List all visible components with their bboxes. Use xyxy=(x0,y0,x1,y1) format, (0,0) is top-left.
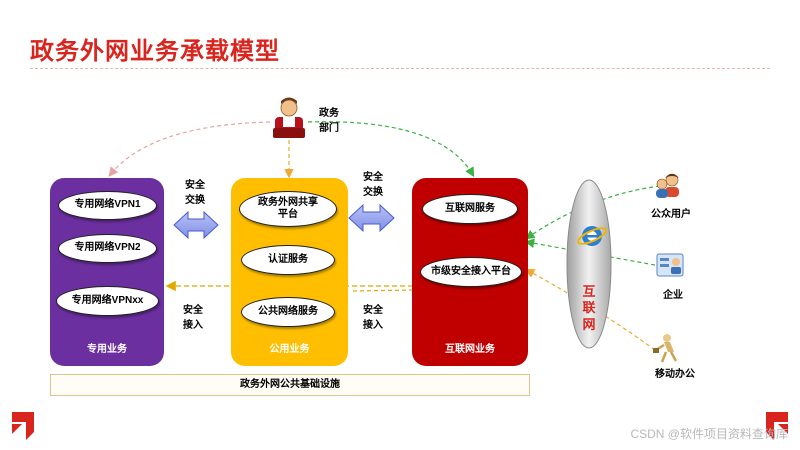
internet-service[interactable]: 互联网服务 xyxy=(422,194,518,224)
private-vpn1-label: 专用网络VPN1 xyxy=(74,199,141,211)
internet-cloud xyxy=(566,179,612,349)
enterprise-label: 企业 xyxy=(663,290,683,301)
gov-dept-label-line1: 政务 xyxy=(319,108,339,119)
users-icon xyxy=(656,173,679,198)
person-icon xyxy=(273,97,305,138)
secure-access-left-line1: 安全 xyxy=(183,305,203,316)
secure-access-left: 安全 接入 xyxy=(183,303,203,333)
private-business-label: 专用业务 xyxy=(87,344,127,355)
exchange-arrow-right xyxy=(348,203,395,233)
mobile-worker-icon xyxy=(653,334,678,363)
private-vpn1[interactable]: 专用网络VPN1 xyxy=(58,191,157,220)
internet-cloud-char-1: 互 xyxy=(582,284,596,299)
public-user-label: 公众用户 xyxy=(651,209,691,220)
public-network-service[interactable]: 公共网络服务 xyxy=(241,297,335,327)
corner-logo-icon xyxy=(12,412,34,440)
secure-exchange-right-line2: 交换 xyxy=(363,187,383,198)
corner-logo-icon xyxy=(766,412,788,440)
arrow-gov-to-internet xyxy=(307,121,475,178)
secure-exchange-left-line2: 交换 xyxy=(185,195,205,206)
secure-access-right-line2: 接入 xyxy=(363,320,383,331)
private-vpnxx[interactable]: 专用网络VPNxx xyxy=(56,286,159,316)
enterprise-icon xyxy=(656,253,684,277)
shared-platform-line2: 平台 xyxy=(278,209,298,220)
internet-service-label: 互联网服务 xyxy=(445,202,495,214)
page-title: 政务外网业务承载模型 xyxy=(30,38,280,65)
public-business-label: 公用业务 xyxy=(269,344,310,355)
shared-platform[interactable]: 政务外网共享 平台 xyxy=(239,191,337,227)
internet-business-panel: 互联网服务 市级安全接入平台 互联网业务 xyxy=(412,178,528,366)
internet-cloud-char-2: 联 xyxy=(582,300,596,316)
public-business-panel: 政务外网共享 平台 认证服务 公共网络服务 公用业务 xyxy=(231,178,348,366)
city-secure-access-platform-label: 市级安全接入平台 xyxy=(431,265,511,277)
secure-exchange-right: 安全 交换 xyxy=(363,170,383,200)
city-secure-access-platform[interactable]: 市级安全接入平台 xyxy=(420,257,522,287)
arrow-gov-to-private xyxy=(108,121,271,177)
secure-access-right: 安全 接入 xyxy=(363,303,383,333)
private-vpn2[interactable]: 专用网络VPN2 xyxy=(58,234,157,263)
auth-service-label: 认证服务 xyxy=(268,253,308,265)
arrow-access-platform-to-public xyxy=(351,289,414,292)
internet-business-label: 互联网业务 xyxy=(445,344,495,355)
internet-cloud-char-3: 网 xyxy=(582,316,596,332)
public-network-service-label: 公共网络服务 xyxy=(258,305,318,317)
mobile-office-label: 移动办公 xyxy=(655,369,695,380)
secure-exchange-right-line1: 安全 xyxy=(363,172,383,183)
private-vpnxx-label: 专用网络VPNxx xyxy=(71,294,144,306)
gov-dept-label-line2: 部门 xyxy=(319,122,339,134)
exchange-arrow-left xyxy=(173,210,219,240)
public-infrastructure-bar: 政务外网公共基础设施 xyxy=(50,374,530,396)
title-divider xyxy=(30,68,770,69)
auth-service[interactable]: 认证服务 xyxy=(241,245,335,275)
secure-exchange-left: 安全 交换 xyxy=(185,178,205,208)
shared-platform-line1: 政务外网共享 xyxy=(258,196,318,208)
secure-exchange-left-line1: 安全 xyxy=(185,180,205,191)
ie-browser-icon xyxy=(577,226,607,246)
secure-access-right-line1: 安全 xyxy=(363,305,383,316)
watermark: CSDN @软件项目资料查询库 xyxy=(630,427,788,441)
secure-access-left-line2: 接入 xyxy=(183,320,203,331)
private-vpn2-label: 专用网络VPN2 xyxy=(74,242,141,254)
gov-dept-label: 政务 部门 xyxy=(319,107,339,136)
internet-cloud-label: 互 联 网 xyxy=(579,284,599,333)
private-business-panel: 专用网络VPN1 专用网络VPN2 专用网络VPNxx 专用业务 xyxy=(50,178,164,366)
